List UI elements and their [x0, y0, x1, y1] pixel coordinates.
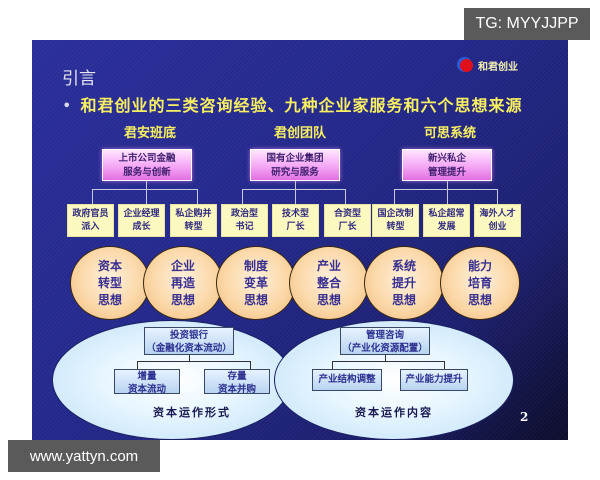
thought-circle-capability: 能力培育思想: [440, 246, 520, 320]
watermark-bottom: www.yattyn.com: [8, 440, 160, 472]
subtitle: • 和君创业的三类咨询经验、九种企业家服务和六个思想来源: [62, 92, 522, 116]
thought-circle-enterprise: 企业再造思想: [143, 246, 223, 320]
thought-circle-industry: 产业整合思想: [289, 246, 369, 320]
thought-circle-system: 系统提升思想: [364, 246, 444, 320]
connector: [295, 181, 296, 189]
subtitle-text: 和君创业的三类咨询经验、九种企业家服务和六个思想来源: [80, 96, 523, 115]
service-box: 合资型厂长: [324, 204, 371, 237]
connector: [92, 189, 198, 204]
industry-structure-box: 产业结构调整: [312, 369, 382, 391]
service-box: 私企超常发展: [423, 204, 470, 237]
slide: 引言 和君创业 • 和君创业的三类咨询经验、九种企业家服务和六个思想来源 君安班底…: [32, 40, 568, 440]
connector: [444, 361, 445, 369]
column-heading-junan: 君安班底: [123, 126, 176, 141]
industry-capability-box: 产业能力提升: [400, 369, 468, 391]
column-heading-junchuang: 君创团队: [273, 126, 326, 141]
service-box: 国企改制转型: [372, 204, 419, 237]
capital-forms-label: 资本运作形式: [153, 406, 231, 419]
connector: [447, 189, 448, 204]
connector: [295, 189, 296, 204]
service-box: 海外人才创业: [474, 204, 521, 237]
connector: [242, 189, 346, 204]
service-box: 企业经理成长: [118, 204, 165, 237]
stock-capital-box: 存量资本并购: [204, 369, 270, 395]
connector: [146, 181, 147, 189]
experience-box-3: 新兴私企 管理提升: [402, 149, 492, 181]
page-number: 2: [520, 410, 529, 424]
connector: [332, 361, 445, 362]
bullet-icon: •: [62, 96, 73, 115]
service-box: 政府官员派入: [67, 204, 114, 237]
investment-bank-box: 投资银行（金融化资本流动）: [144, 327, 234, 355]
experience-line: 管理提升: [427, 167, 466, 178]
experience-line: 新兴私企: [427, 153, 466, 164]
logo-mark-icon: [460, 59, 473, 72]
connector: [447, 181, 448, 189]
connector: [146, 189, 147, 204]
connector: [385, 355, 386, 361]
management-consulting-box: 管理咨询（产业化资源配置）: [340, 327, 430, 355]
experience-box-1: 上市公司金融 服务与创新: [102, 149, 192, 181]
company-logo: 和君创业: [460, 58, 518, 73]
connector: [137, 361, 251, 362]
service-box: 政治型书记: [221, 204, 268, 237]
thought-circle-capital: 资本转型思想: [70, 246, 150, 320]
service-box: 私企购并转型: [170, 204, 217, 237]
incremental-capital-box: 增量资本流动: [114, 369, 180, 395]
connector: [189, 355, 190, 361]
thought-circle-institution: 制度变革思想: [216, 246, 296, 320]
watermark-top: TG: MYYJJPP: [464, 8, 590, 40]
slide-title: 引言: [62, 69, 96, 89]
experience-line: 服务与创新: [123, 167, 171, 178]
connector: [250, 361, 251, 369]
connector: [394, 189, 498, 204]
column-heading-kesi: 可思系统: [423, 126, 476, 141]
connector: [137, 361, 138, 369]
experience-line: 研究与服务: [271, 167, 319, 178]
service-box: 技术型厂长: [272, 204, 319, 237]
logo-text: 和君创业: [478, 62, 518, 73]
experience-line: 上市公司金融: [118, 153, 176, 164]
capital-content-label: 资本运作内容: [355, 406, 433, 419]
experience-box-2: 国有企业集团 研究与服务: [250, 149, 340, 181]
connector: [332, 361, 333, 369]
experience-line: 国有企业集团: [266, 153, 324, 164]
